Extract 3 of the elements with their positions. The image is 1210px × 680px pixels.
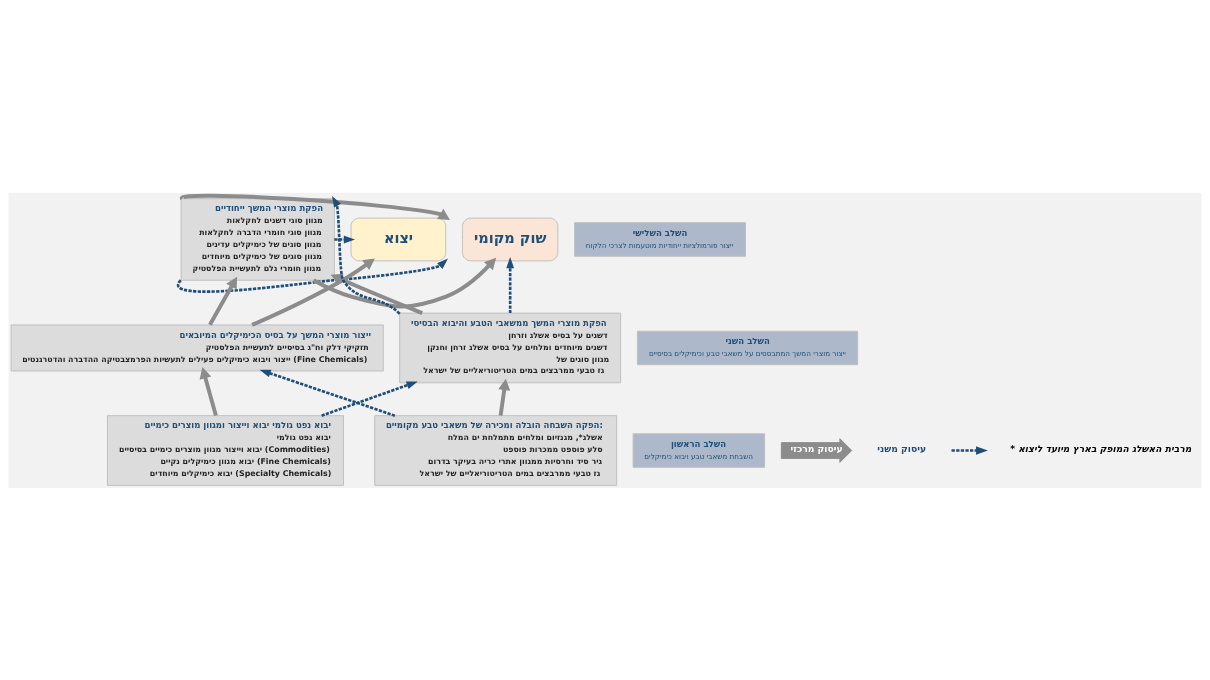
legend-label: עיסוק משני: [877, 442, 927, 454]
label: * מרבית האשלג המופק בארץ מיועד ליצוא: [1010, 442, 1192, 454]
legend-label: עיסוק מרכזי: [790, 442, 843, 454]
